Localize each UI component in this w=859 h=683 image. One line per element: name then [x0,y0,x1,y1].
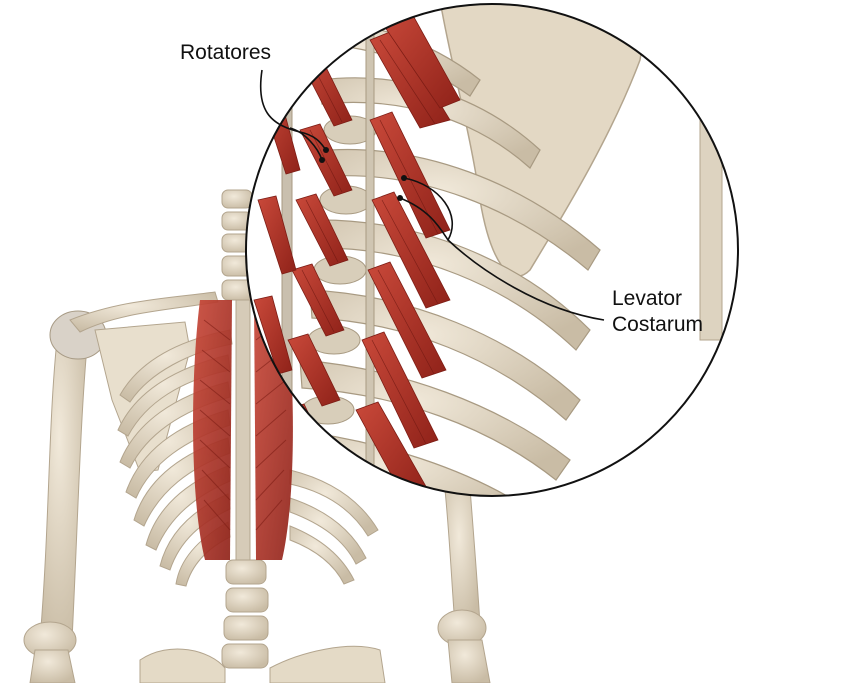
levator-costarum-label: Levator Costarum [612,286,703,338]
spinous-column [235,299,251,561]
background-skeleton [23,189,491,683]
right-ribs-lower [289,469,379,585]
muscle-fiber-lines [301,39,439,445]
pelvis [139,648,226,683]
levator-label-line1: Levator [612,287,683,310]
spinal-muscle-fibers [199,319,287,531]
right-humerus [444,487,481,626]
levator-label-line2: Costarum [612,313,704,336]
levator-leader [403,177,605,321]
leader-dots [319,147,407,201]
rotatores-label: Rotatores [180,41,272,64]
left-humerus [39,329,89,641]
leader-lines [259,69,605,321]
magnifier-outline [245,3,739,497]
left-clavicle [69,291,219,333]
spine [221,189,269,669]
magnifier-view [245,3,739,497]
levator-costarum-muscles [355,9,461,496]
